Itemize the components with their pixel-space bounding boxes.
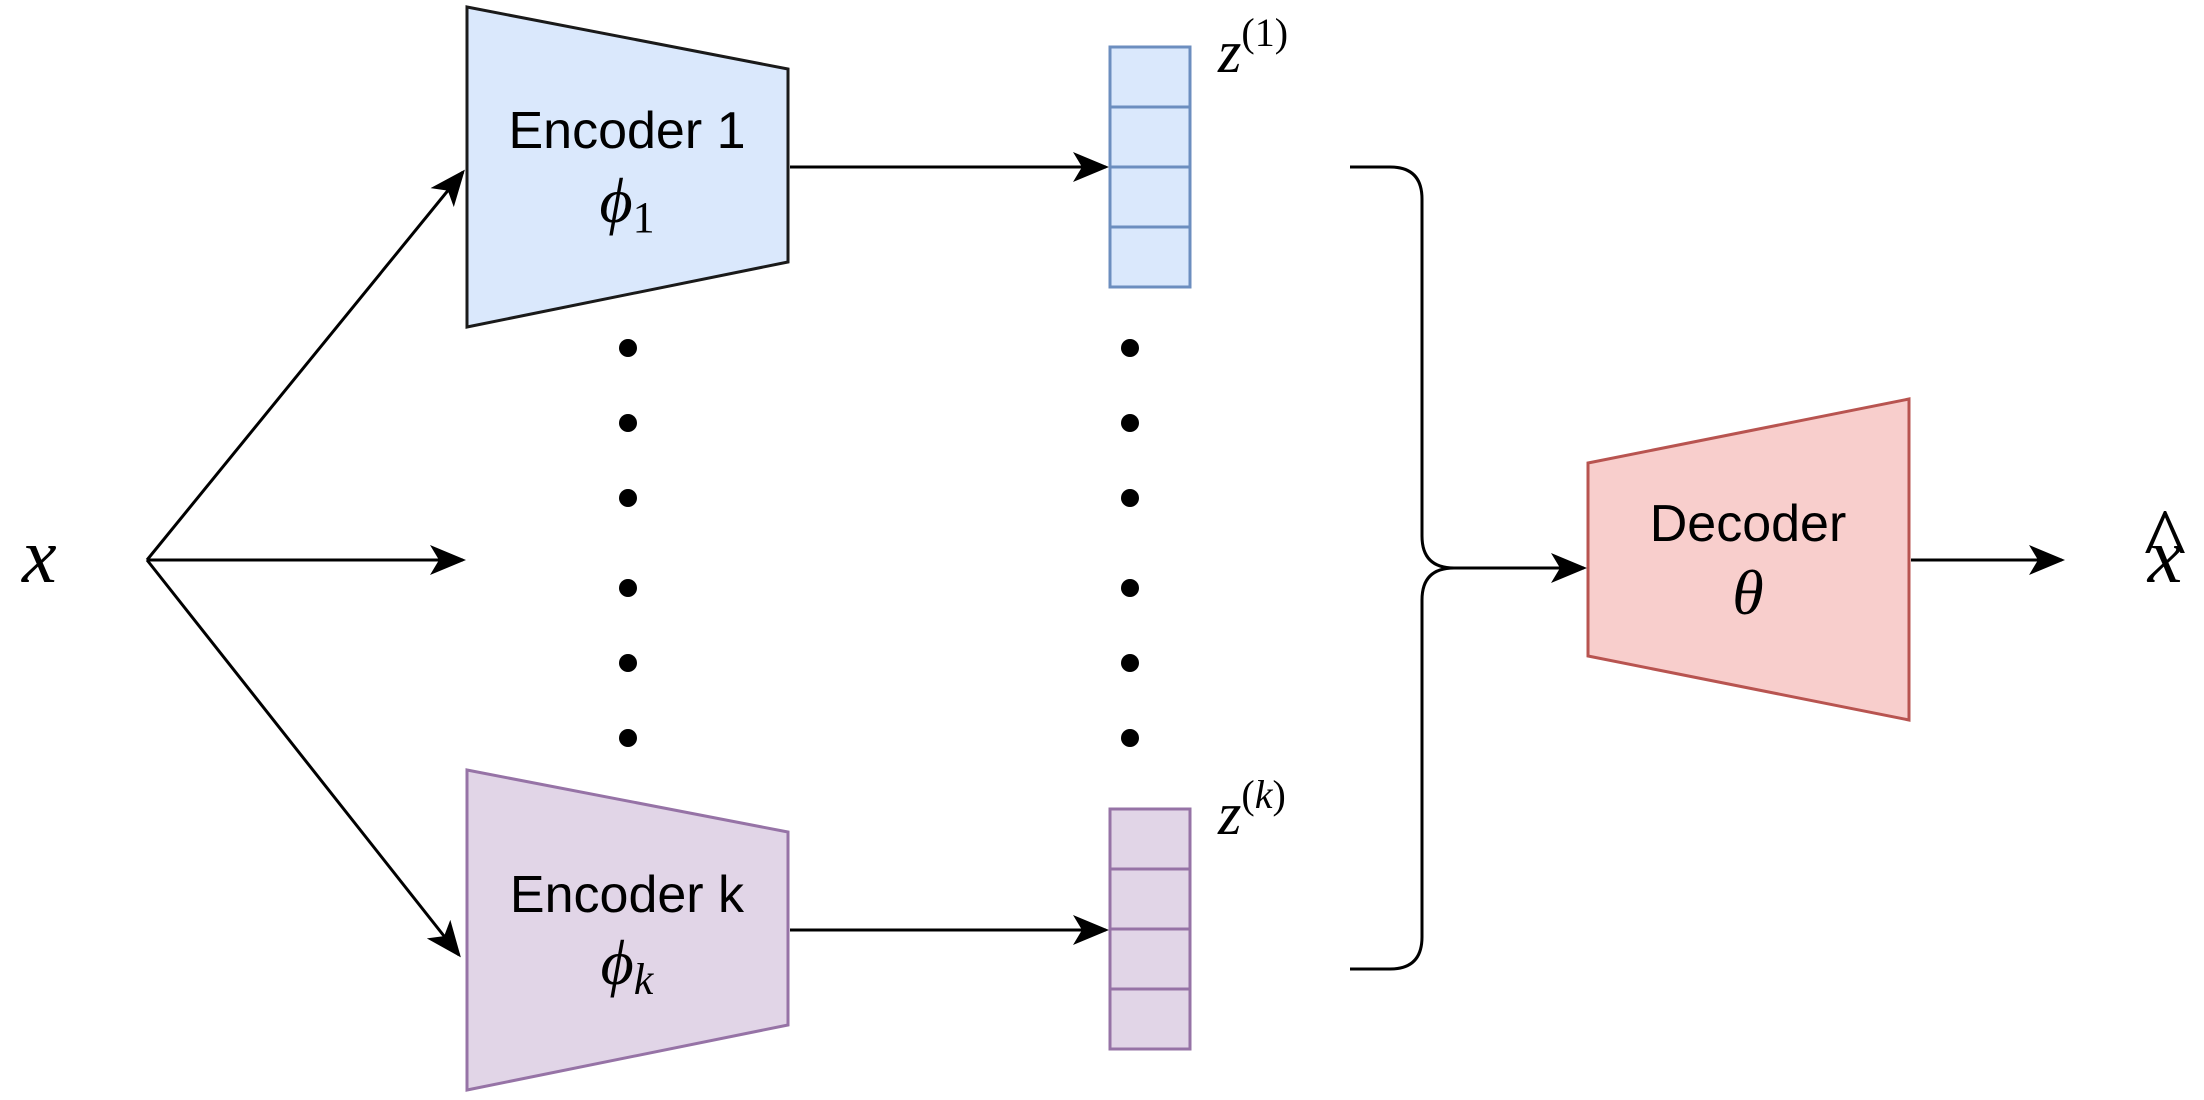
ellipsis-dot xyxy=(1121,489,1139,507)
decoder: Decoder θ xyxy=(1586,397,1911,722)
encoder-1-param-symbol: ϕ xyxy=(599,165,632,236)
latent-k-superscript-close: ) xyxy=(1272,772,1285,817)
ellipsis-dot xyxy=(619,579,637,597)
encoder-1-param: ϕ1 xyxy=(599,165,654,242)
latent-k-cell xyxy=(1108,987,1192,1051)
latent-1-cell xyxy=(1108,45,1192,109)
output-symbol: ^ x xyxy=(2144,491,2186,599)
ellipsis-dot xyxy=(619,729,637,747)
latent-1-cell xyxy=(1108,225,1192,289)
latent-k-superscript-value: k xyxy=(1255,772,1274,817)
latent-1-cell xyxy=(1108,165,1192,229)
ellipsis-dot xyxy=(1121,414,1139,432)
encoder-k-shape xyxy=(465,768,790,1092)
latent-1-symbol: z xyxy=(1217,19,1241,85)
decoder-title: Decoder xyxy=(1650,495,1847,553)
aggregation-brace xyxy=(1350,165,1494,971)
latent-k-symbol: z xyxy=(1217,781,1241,847)
latent-1-superscript-close: ) xyxy=(1275,10,1288,55)
ellipsis-dot xyxy=(619,414,637,432)
latent-1: z(1) xyxy=(1108,10,1288,289)
arrow-to-encoder-1 xyxy=(145,169,465,561)
encoder-k-param-subscript: k xyxy=(634,955,655,1004)
encoder-ellipsis xyxy=(619,339,637,747)
arrow-to-encoder-k xyxy=(145,559,461,958)
encoder-k-param-symbol: ϕ xyxy=(601,927,634,998)
ellipsis-dot xyxy=(1121,654,1139,672)
decoder-param: θ xyxy=(1732,557,1763,628)
ellipsis-dot xyxy=(1121,729,1139,747)
ellipsis-dot xyxy=(619,489,637,507)
encoder-1-title: Encoder 1 xyxy=(508,102,745,160)
ellipsis-dot xyxy=(1121,579,1139,597)
ellipsis-dot xyxy=(1121,339,1139,357)
latent-1-superscript-open: ( xyxy=(1241,10,1254,55)
output-hat: ^ xyxy=(2144,491,2186,590)
input-arrows xyxy=(145,169,466,958)
encoder-1: Encoder 1 ϕ1 xyxy=(465,5,790,329)
latent-k-superscript-open: ( xyxy=(1241,772,1254,817)
encoder-k: Encoder k ϕk xyxy=(465,768,790,1092)
encoder-k-param: ϕk xyxy=(601,927,655,1004)
latent-k-cell xyxy=(1108,867,1192,931)
latent-1-cell xyxy=(1108,105,1192,169)
input-symbol: x xyxy=(21,512,57,599)
encoder-1-shape xyxy=(465,5,790,329)
latent-1-label: z(1) xyxy=(1217,10,1288,85)
latent-arrows xyxy=(790,152,1109,945)
latent-k-label: z(k) xyxy=(1217,772,1286,847)
latent-k-cell xyxy=(1108,807,1192,871)
output-x: x xyxy=(2147,512,2183,599)
latent-ellipsis xyxy=(1121,339,1139,747)
ellipsis-dot xyxy=(619,654,637,672)
ellipsis-dot xyxy=(619,339,637,357)
encoder-1-param-subscript: 1 xyxy=(633,193,655,242)
latent-1-superscript-value: 1 xyxy=(1255,10,1275,55)
decoder-shape xyxy=(1586,397,1911,722)
latent-k: z(k) xyxy=(1108,772,1286,1051)
encoder-k-title: Encoder k xyxy=(510,866,745,924)
latent-k-cell xyxy=(1108,927,1192,991)
